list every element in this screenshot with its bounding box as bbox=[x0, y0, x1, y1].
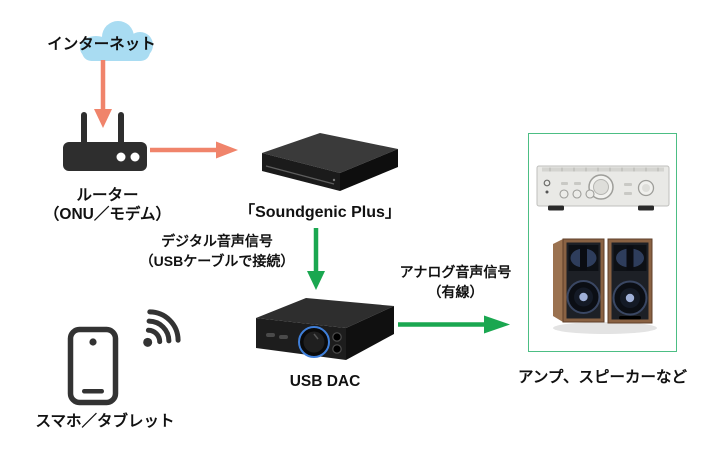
arrow-internet-to-router bbox=[94, 60, 112, 128]
analog-signal-line1: アナログ音声信号 bbox=[399, 264, 512, 280]
analog-signal-line2: （有線） bbox=[427, 283, 484, 300]
nas-device-image bbox=[262, 133, 398, 191]
arrow-dac-to-output bbox=[398, 315, 510, 334]
router-body bbox=[63, 142, 147, 171]
router-antenna bbox=[118, 112, 124, 145]
digital-signal-line2: （USBケーブルで接続） bbox=[139, 252, 295, 269]
dac-jack bbox=[332, 344, 342, 354]
usb-dac-label: USB DAC bbox=[289, 373, 361, 390]
digital-signal-line1: デジタル音声信号 bbox=[161, 233, 273, 249]
dac-jack bbox=[332, 332, 342, 342]
speakers-image bbox=[553, 238, 657, 334]
analog-signal-label: アナログ音声信号 （有線） bbox=[383, 263, 528, 302]
router-label-line1: ルーター bbox=[76, 187, 139, 204]
output-devices-box bbox=[528, 133, 677, 352]
smartphone-icon bbox=[67, 326, 119, 406]
digital-signal-label: デジタル音声信号 （USBケーブルで接続） bbox=[133, 232, 301, 271]
cloud-icon bbox=[80, 21, 153, 61]
router-label: ルーター （ONU／モデム） bbox=[30, 186, 185, 224]
internet-label: インターネット bbox=[47, 36, 156, 53]
router-label-line2: （ONU／モデム） bbox=[43, 206, 172, 223]
amplifier-image bbox=[536, 165, 670, 211]
soundgenic-label: 「Soundgenic Plus」 bbox=[239, 204, 401, 221]
output-devices-label: アンプ、スピーカーなど bbox=[518, 369, 687, 386]
wifi-icon bbox=[143, 309, 181, 347]
arrow-soundgenic-to-dac bbox=[307, 228, 325, 290]
router-antenna bbox=[81, 112, 87, 145]
arrow-router-to-soundgenic bbox=[150, 141, 238, 159]
mobile-label: スマホ／タブレット bbox=[35, 413, 175, 430]
amp-power-button bbox=[543, 179, 551, 187]
usb-dac-device-image bbox=[256, 298, 394, 360]
router-icon bbox=[63, 112, 147, 171]
